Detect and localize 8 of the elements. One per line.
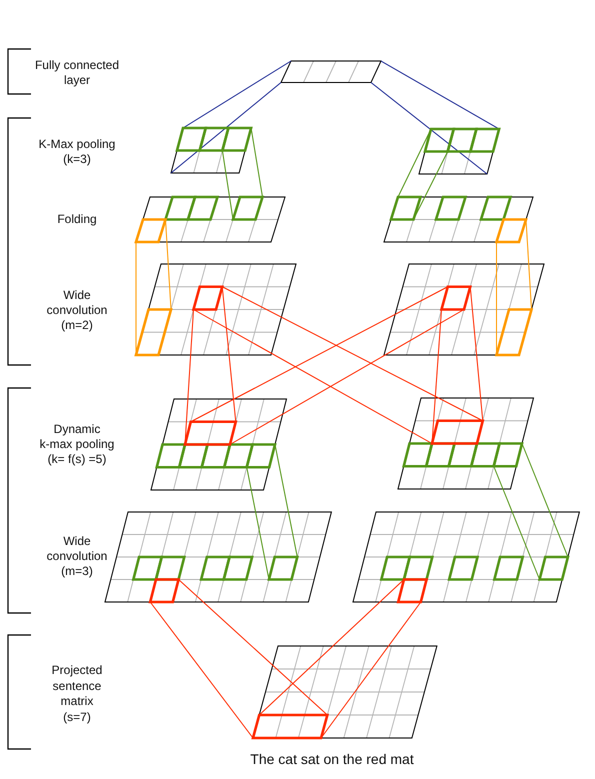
sentence-label: The cat sat on the red mat bbox=[250, 751, 414, 767]
layer-label: Dynamic k-max pooling (k= f(s) =5) bbox=[40, 422, 114, 466]
layer-label: Wide convolution (m=3) bbox=[46, 534, 108, 578]
layer-label: Wide convolution (m=2) bbox=[46, 288, 108, 332]
layer-label: Folding bbox=[57, 212, 97, 226]
layer-label: Projected sentence matrix (s=7) bbox=[52, 663, 102, 724]
layer-label: Fully connected layer bbox=[34, 58, 120, 87]
layer-label: K-Max pooling (k=3) bbox=[38, 137, 116, 166]
